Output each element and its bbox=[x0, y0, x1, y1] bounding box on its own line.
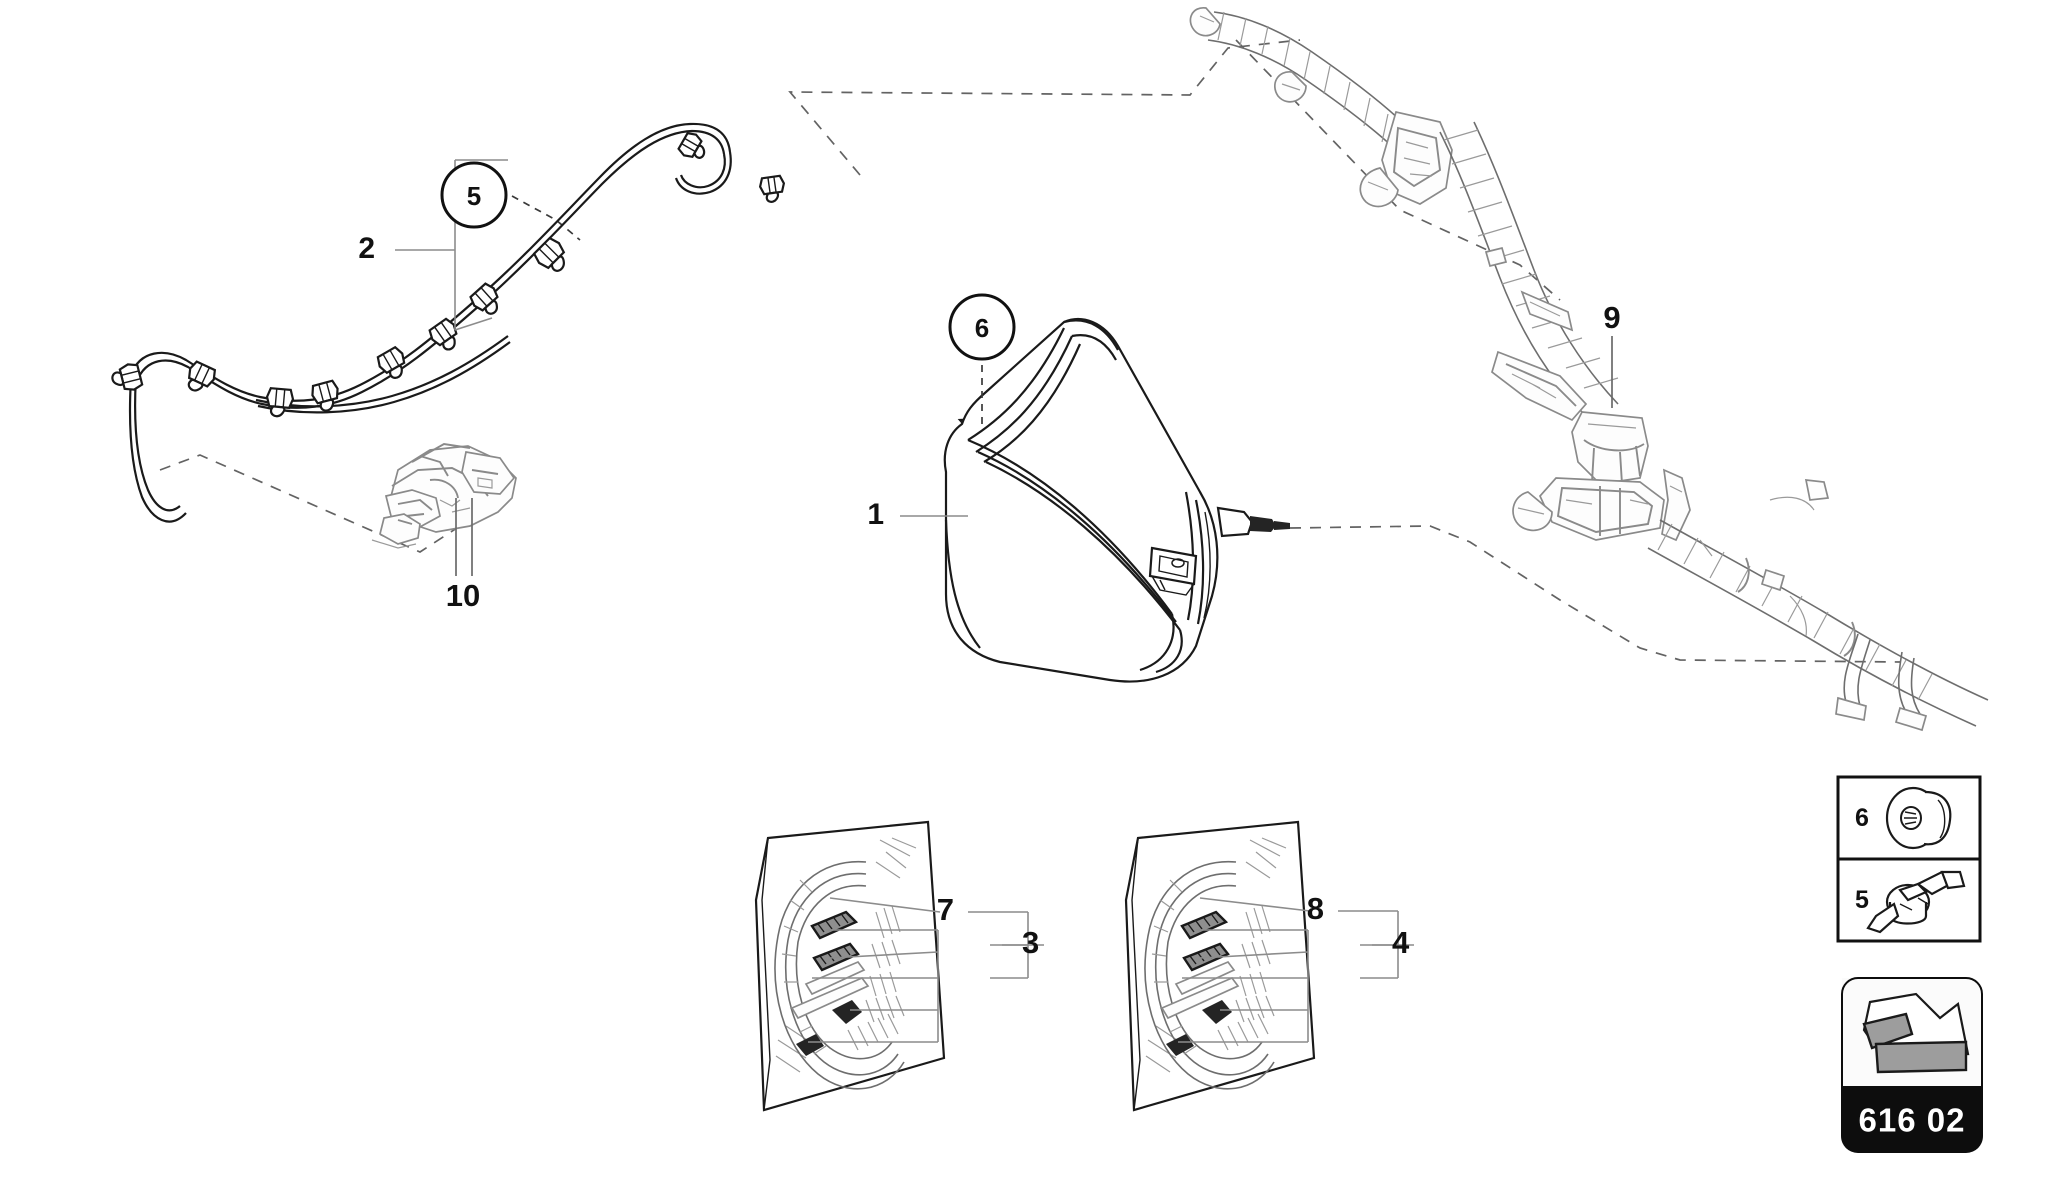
right-filler-neck-detail bbox=[1124, 820, 1316, 1112]
filler-hardware-items-right bbox=[1160, 905, 1275, 1056]
callout-9-label: 9 bbox=[1603, 300, 1620, 335]
electrical-connector bbox=[1769, 479, 1830, 511]
axle-mounted-valve bbox=[1512, 411, 1691, 542]
callout-5-label: 5 bbox=[467, 181, 481, 211]
electronic-control-module bbox=[371, 443, 517, 549]
callout-leader-lines bbox=[395, 159, 1613, 1043]
hose-mounting-bracket bbox=[1491, 290, 1588, 422]
hose-clip-icon bbox=[1866, 870, 1966, 934]
corrugated-hose-tail bbox=[1647, 519, 1989, 727]
grommet-washer-icon bbox=[1885, 786, 1952, 850]
hose-junction-block bbox=[1273, 71, 1453, 208]
tank-access-flange bbox=[1148, 546, 1198, 596]
legend-item-6[interactable]: 6 bbox=[1836, 775, 1982, 861]
corrugated-hose-upper bbox=[1189, 7, 1401, 149]
seat-cushion-icon bbox=[1862, 992, 1970, 1074]
left-filler-neck-detail bbox=[754, 820, 946, 1112]
hose-clip-callout5-target bbox=[532, 236, 566, 272]
callout-2-label: 2 bbox=[358, 232, 375, 265]
legend-item-5-number: 5 bbox=[1855, 886, 1869, 914]
circled-callout-5[interactable]: 5 bbox=[440, 161, 508, 229]
callout-10-label: 10 bbox=[446, 578, 480, 613]
callout-4-label: 4 bbox=[1392, 925, 1410, 960]
callout-3-label: 3 bbox=[1022, 925, 1039, 960]
vent-hose-line-assembly bbox=[111, 122, 786, 523]
right-hose-and-axle-assembly bbox=[1189, 7, 1989, 732]
legend-item-6-number: 6 bbox=[1855, 804, 1869, 832]
callout-1-label: 1 bbox=[867, 498, 884, 531]
callout-7-label: 7 bbox=[937, 892, 954, 927]
legend-item-5[interactable]: 5 bbox=[1836, 857, 1982, 943]
tank-outlet-nipple bbox=[1216, 506, 1290, 538]
circled-callout-6[interactable]: 6 bbox=[948, 293, 1016, 361]
callout-8-label: 8 bbox=[1307, 891, 1324, 926]
branch-hoses bbox=[1699, 539, 1928, 732]
legend-panel: 6 5 bbox=[1836, 775, 1982, 943]
group-badge[interactable]: 616 02 bbox=[1841, 977, 1983, 1153]
callout-6-label: 6 bbox=[975, 313, 989, 343]
fuel-tank-body bbox=[943, 317, 1290, 683]
group-badge-number: 616 02 bbox=[1859, 1102, 1966, 1139]
hose-clip-group bbox=[111, 131, 786, 418]
filler-hardware-items bbox=[790, 905, 905, 1056]
